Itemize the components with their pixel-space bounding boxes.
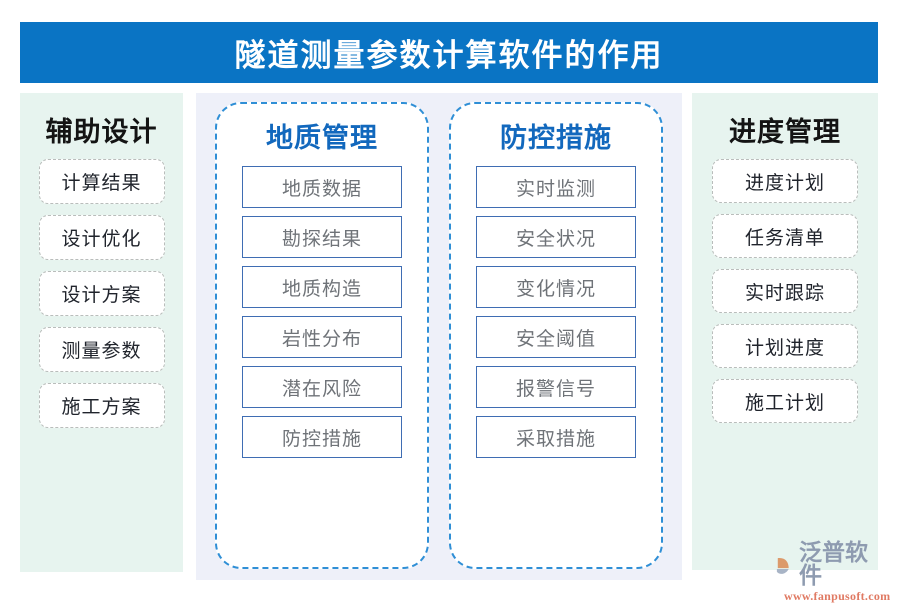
list-item[interactable]: 安全状况 — [476, 216, 636, 258]
fanpu-logo-icon — [767, 551, 789, 577]
page-header: 隧道测量参数计算软件的作用 — [20, 22, 878, 83]
list-item[interactable]: 变化情况 — [476, 266, 636, 308]
column-title-geology-management: 地质管理 — [266, 123, 378, 153]
list-item[interactable]: 测量参数 — [38, 327, 165, 372]
diagram-board: 辅助设计 计算结果 设计优化 设计方案 测量参数 施工方案 地质管理 地质数据 … — [0, 93, 900, 583]
center-panel: 地质管理 地质数据 勘探结果 地质构造 岩性分布 潜在风险 防控措施 防控措施 … — [196, 93, 682, 580]
list-item[interactable]: 采取措施 — [476, 416, 636, 458]
column-items-auxiliary-design: 计算结果 设计优化 设计方案 测量参数 施工方案 — [20, 159, 183, 428]
list-item[interactable]: 防控措施 — [242, 416, 402, 458]
list-item[interactable]: 地质构造 — [242, 266, 402, 308]
list-item[interactable]: 实时监测 — [476, 166, 636, 208]
list-item[interactable]: 进度计划 — [712, 159, 858, 203]
brand-name: 泛普软件 — [799, 540, 868, 588]
page-title: 隧道测量参数计算软件的作用 — [234, 38, 664, 73]
column-title-prevention-measures: 防控措施 — [500, 123, 612, 153]
list-item[interactable]: 任务清单 — [712, 214, 858, 258]
column-items-progress-management: 进度计划 任务清单 实时跟踪 计划进度 施工计划 — [692, 159, 878, 423]
column-items-prevention-measures: 实时监测 安全状况 变化情况 安全阈值 报警信号 采取措施 — [451, 166, 661, 458]
column-items-geology-management: 地质数据 勘探结果 地质构造 岩性分布 潜在风险 防控措施 — [217, 166, 427, 458]
list-item[interactable]: 安全阈值 — [476, 316, 636, 358]
column-auxiliary-design: 辅助设计 计算结果 设计优化 设计方案 测量参数 施工方案 — [20, 93, 183, 572]
brand-logo: 泛普软件 www.fanpusoft.com — [766, 541, 890, 603]
list-item[interactable]: 设计方案 — [38, 271, 165, 316]
list-item[interactable]: 报警信号 — [476, 366, 636, 408]
list-item[interactable]: 实时跟踪 — [712, 269, 858, 313]
column-geology-management: 地质管理 地质数据 勘探结果 地质构造 岩性分布 潜在风险 防控措施 — [215, 102, 429, 569]
list-item[interactable]: 勘探结果 — [242, 216, 402, 258]
list-item[interactable]: 潜在风险 — [242, 366, 402, 408]
brand-url: www.fanpusoft.com — [784, 589, 891, 603]
list-item[interactable]: 计算结果 — [38, 159, 165, 204]
brand-logo-row: 泛普软件 — [766, 541, 890, 587]
column-title-progress-management: 进度管理 — [729, 117, 841, 147]
list-item[interactable]: 设计优化 — [38, 215, 165, 260]
list-item[interactable]: 施工方案 — [38, 383, 165, 428]
column-progress-management: 进度管理 进度计划 任务清单 实时跟踪 计划进度 施工计划 — [692, 93, 878, 570]
list-item[interactable]: 计划进度 — [712, 324, 858, 368]
list-item[interactable]: 地质数据 — [242, 166, 402, 208]
list-item[interactable]: 施工计划 — [712, 379, 858, 423]
column-title-auxiliary-design: 辅助设计 — [45, 117, 158, 147]
column-prevention-measures: 防控措施 实时监测 安全状况 变化情况 安全阈值 报警信号 采取措施 — [449, 102, 663, 569]
list-item[interactable]: 岩性分布 — [242, 316, 402, 358]
